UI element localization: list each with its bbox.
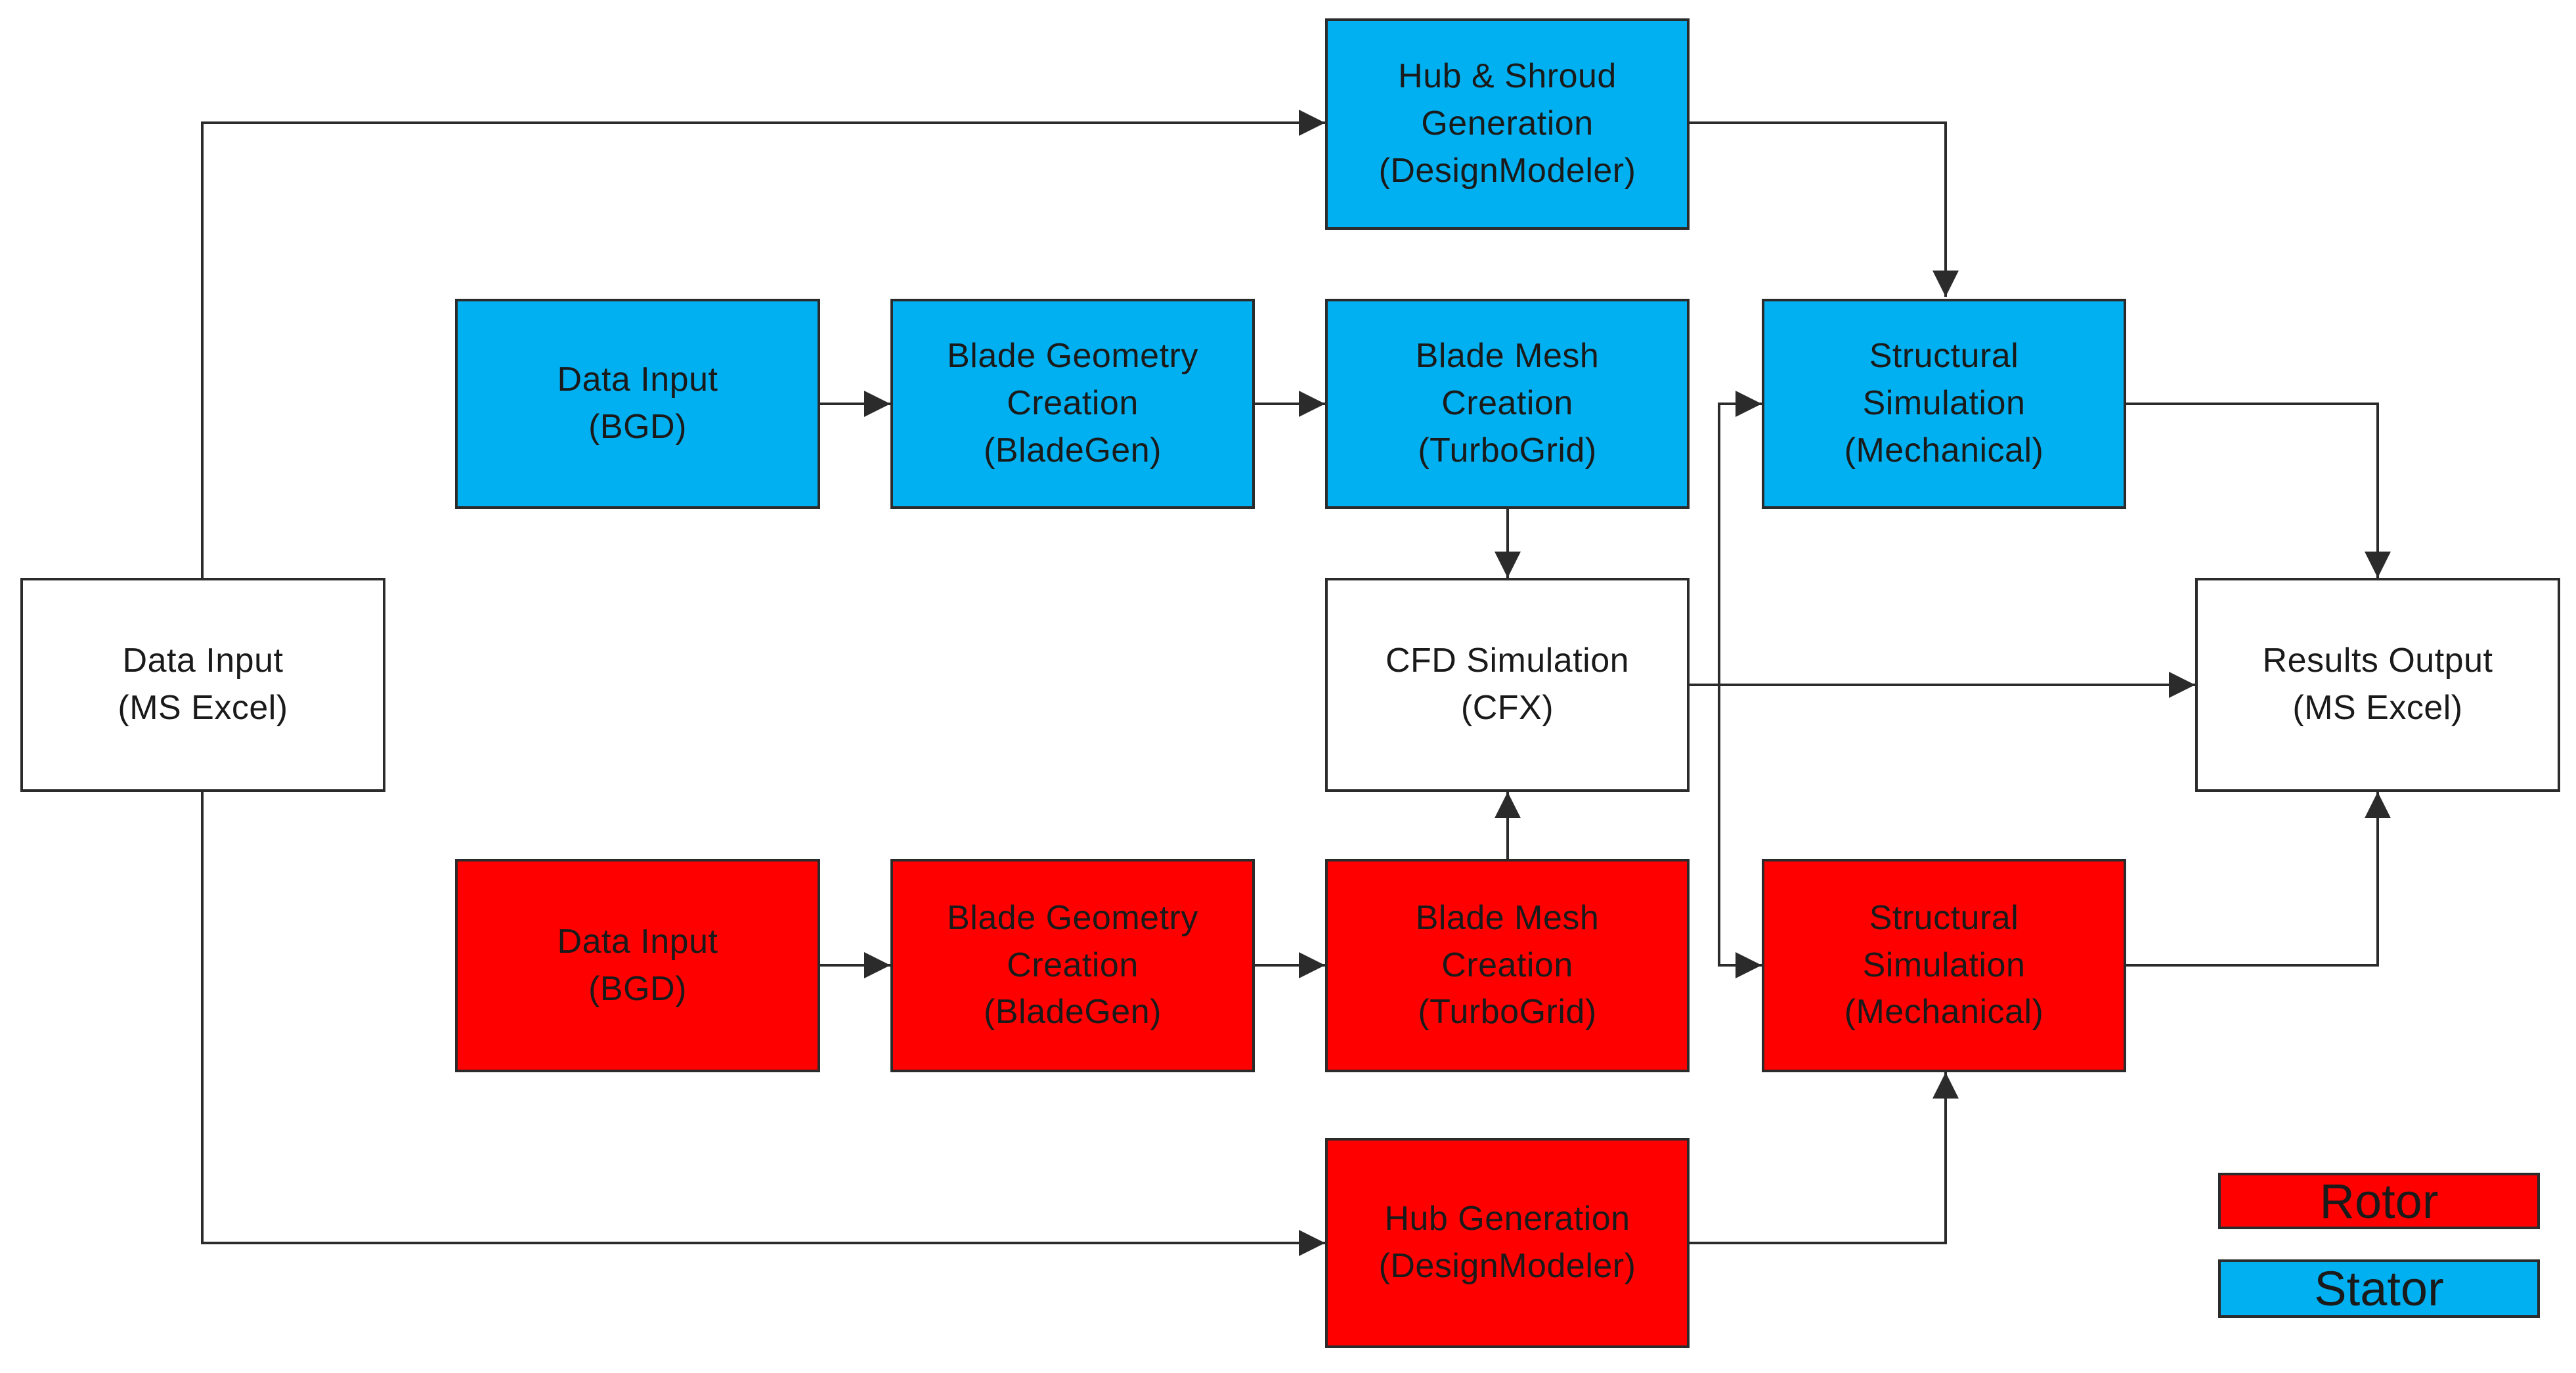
edge-data-input-to-hub-generation (201, 792, 1325, 1256)
stator-structural-title: Structural (1869, 337, 2019, 376)
cfd-simulation-title: CFD Simulation (1385, 642, 1630, 680)
rotor-blade-geometry-node: Blade Geometry Creation (BladeGen) (890, 859, 1255, 1072)
hub-generation-title: Hub Generation (1384, 1200, 1630, 1238)
cfd-simulation-tool: (CFX) (1460, 689, 1554, 727)
hub-shroud-generation-node: Hub & Shroud Generation (DesignModeler) (1325, 18, 1690, 230)
rotor-blade-mesh-tool: (TurboGrid) (1418, 993, 1597, 1032)
hub-shroud-tool: (DesignModeler) (1378, 151, 1636, 190)
stator-structural-node: Structural Simulation (Mechanical) (1762, 299, 2126, 509)
rotor-blade-mesh-subtitle: Creation (1441, 946, 1573, 984)
stator-data-input-tool: (BGD) (588, 408, 687, 446)
stator-blade-mesh-title: Blade Mesh (1415, 337, 1600, 376)
hub-generation-tool: (DesignModeler) (1378, 1247, 1636, 1285)
legend-stator: Stator (2218, 1259, 2540, 1318)
hub-shroud-subtitle: Generation (1421, 104, 1594, 143)
edge-stator-structural-to-results (2126, 403, 2391, 578)
rotor-structural-title: Structural (1869, 898, 2019, 937)
legend-rotor-label: Rotor (2319, 1173, 2439, 1229)
rotor-blade-mesh-node: Blade Mesh Creation (TurboGrid) (1325, 859, 1690, 1072)
legend-stator-label: Stator (2314, 1261, 2444, 1316)
stator-data-input-title: Data Input (557, 360, 718, 399)
edge-hub-shroud-to-stator-structural (1690, 121, 1959, 297)
rotor-structural-subtitle: Simulation (1862, 946, 2026, 984)
rotor-data-input-node: Data Input (BGD) (455, 859, 820, 1072)
stator-structural-subtitle: Simulation (1862, 384, 2026, 423)
stator-blade-mesh-node: Blade Mesh Creation (TurboGrid) (1325, 299, 1690, 509)
hub-generation-node: Hub Generation (DesignModeler) (1325, 1138, 1690, 1348)
data-input-excel-title: Data Input (122, 642, 284, 680)
results-output-node: Results Output (MS Excel) (2195, 578, 2560, 792)
cfd-simulation-node: CFD Simulation (CFX) (1325, 578, 1690, 792)
edge-data-input-to-hub-shroud (201, 110, 1325, 578)
stator-blade-mesh-subtitle: Creation (1441, 384, 1573, 423)
data-input-excel-tool: (MS Excel) (118, 689, 288, 727)
stator-blade-geometry-title: Blade Geometry (947, 337, 1198, 376)
stator-blade-geometry-subtitle: Creation (1007, 384, 1139, 423)
edge-rotor-structural-to-results (2126, 792, 2391, 967)
stator-blade-mesh-tool: (TurboGrid) (1418, 431, 1597, 469)
data-input-excel-node: Data Input (MS Excel) (20, 578, 385, 792)
stator-data-input-node: Data Input (BGD) (455, 299, 820, 509)
rotor-structural-tool: (Mechanical) (1844, 993, 2044, 1032)
rotor-blade-geometry-title: Blade Geometry (947, 898, 1198, 937)
rotor-blade-mesh-title: Blade Mesh (1415, 898, 1600, 937)
results-output-title: Results Output (2262, 642, 2493, 680)
rotor-structural-node: Structural Simulation (Mechanical) (1762, 859, 2126, 1072)
stator-blade-geometry-tool: (BladeGen) (984, 431, 1162, 469)
legend-rotor: Rotor (2218, 1173, 2540, 1229)
stator-structural-tool: (Mechanical) (1844, 431, 2044, 469)
rotor-data-input-title: Data Input (557, 922, 718, 961)
hub-shroud-title: Hub & Shroud (1398, 57, 1617, 96)
edge-cfd-to-stator-structural (1718, 391, 1762, 685)
rotor-data-input-tool: (BGD) (588, 969, 687, 1008)
edge-cfd-to-rotor-structural (1718, 685, 1762, 978)
results-output-tool: (MS Excel) (2292, 689, 2463, 727)
edge-hub-generation-to-rotor-structural (1690, 1072, 1959, 1244)
rotor-blade-geometry-tool: (BladeGen) (984, 993, 1162, 1032)
rotor-blade-geometry-subtitle: Creation (1007, 946, 1139, 984)
stator-blade-geometry-node: Blade Geometry Creation (BladeGen) (890, 299, 1255, 509)
